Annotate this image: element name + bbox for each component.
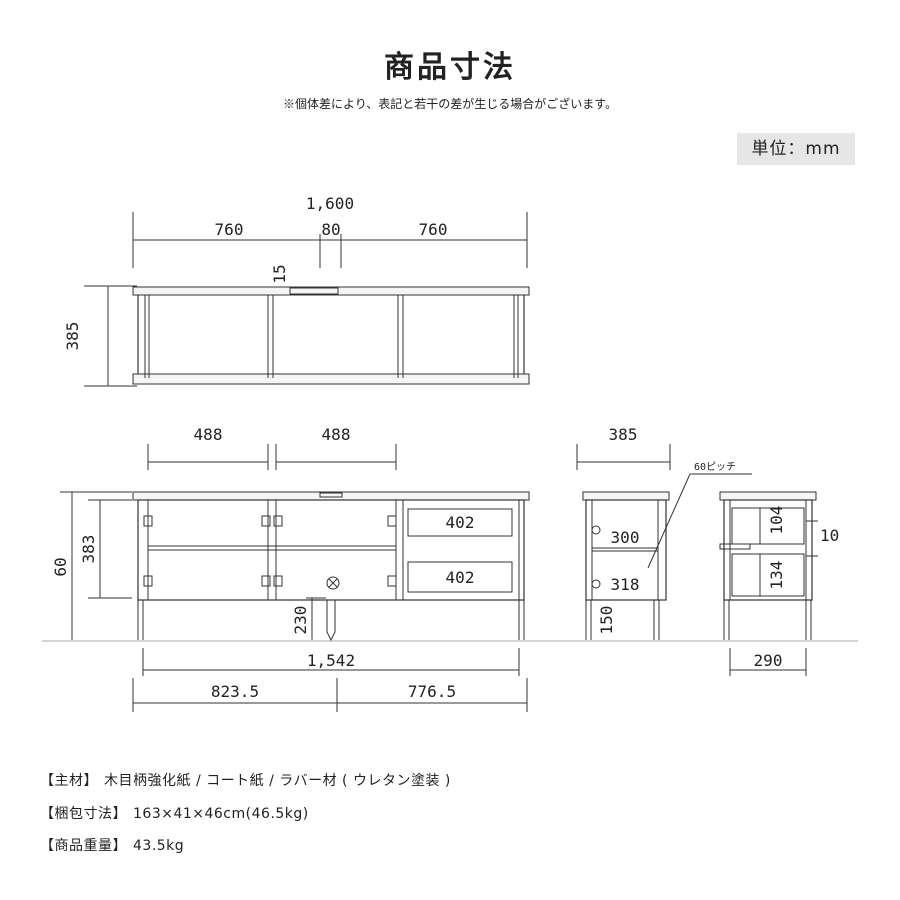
dim-leg-depth: 290 (754, 651, 783, 670)
dim-drawer-depth: 318 (611, 575, 640, 594)
dim-pitch-note: 60ピッチ (694, 461, 736, 473)
spec-package-size-label: 【梱包寸法】 (40, 806, 127, 822)
disclaimer-note: ※個体差により、表記と若干の差が生じる場合がございます。 (282, 97, 618, 111)
dim-drawer-upper: 402 (446, 513, 475, 532)
dim-left-section: 760 (215, 220, 244, 239)
dim-left-compartment: 488 (194, 425, 223, 444)
dim-drawer-lower: 402 (446, 568, 475, 587)
spec-package-size-value: 163×41×46cm(46.5kg) (133, 806, 309, 822)
dim-side-depth: 385 (609, 425, 638, 444)
dim-body-height: 383 (79, 535, 98, 564)
dim-shelf-depth: 300 (611, 528, 640, 547)
front-view (42, 444, 858, 712)
dim-right-leg-span: 776.5 (408, 682, 456, 701)
spec-material: 【主材】木目柄強化紙 / コート紙 / ラバー材 ( ウレタン塗装 ) (40, 770, 451, 790)
side-view-right (719, 491, 818, 676)
dim-overall-width: 1,600 (306, 194, 354, 213)
top-view (84, 212, 530, 387)
dim-lower-drawer: 134 (767, 561, 786, 590)
dim-total-height: 60 (51, 557, 70, 576)
dim-left-leg-span: 823.5 (211, 682, 259, 701)
dim-center-gap: 15 (270, 264, 289, 283)
dim-middle-compartment: 488 (322, 425, 351, 444)
dim-right-section: 760 (419, 220, 448, 239)
unit-badge: 単位：mm (737, 133, 855, 165)
side-view (576, 444, 752, 640)
dim-top-depth: 385 (63, 322, 82, 351)
spec-material-value: 木目柄強化紙 / コート紙 / ラバー材 ( ウレタン塗装 ) (104, 773, 451, 789)
dim-upper-drawer: 104 (767, 506, 786, 535)
dim-side-leg-height: 150 (597, 606, 616, 635)
spec-package-size: 【梱包寸法】 163×41×46cm(46.5kg) (40, 803, 309, 823)
spec-material-label: 【主材】 (40, 773, 98, 789)
spec-weight: 【商品重量】 43.5kg (40, 835, 184, 855)
dim-leg-height: 230 (291, 606, 310, 635)
dim-gap: 10 (820, 526, 839, 545)
dim-center-section: 80 (321, 220, 340, 239)
dim-inner-width: 1,542 (307, 651, 355, 670)
page-title: 商品寸法 (384, 50, 516, 85)
spec-weight-label: 【商品重量】 (40, 838, 127, 854)
spec-weight-value: 43.5kg (133, 838, 185, 854)
